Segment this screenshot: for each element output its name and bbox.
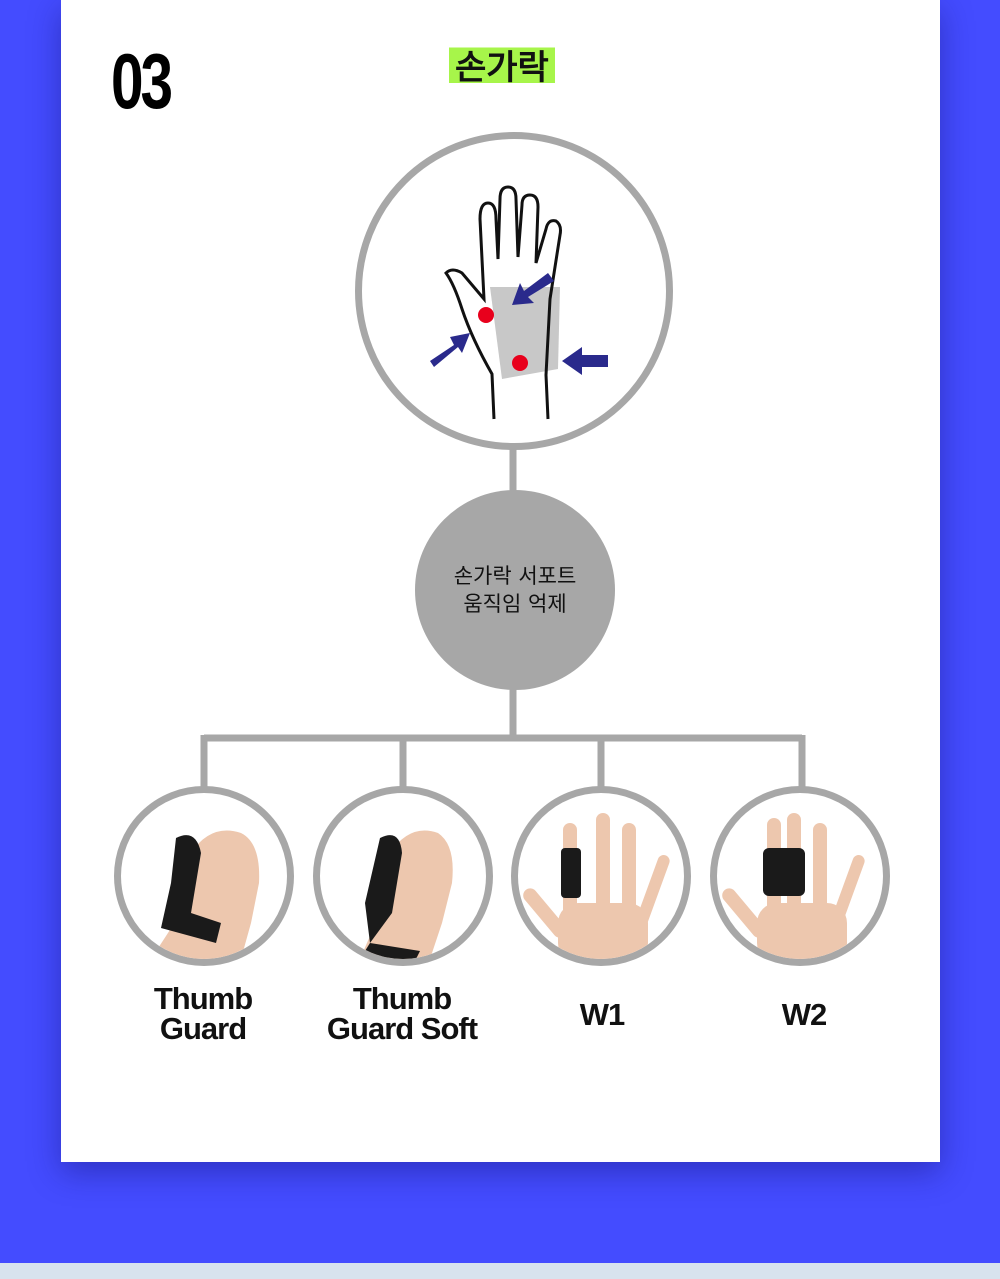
product-image-w2[interactable] xyxy=(710,786,890,966)
w2-photo xyxy=(722,813,865,959)
w1-photo xyxy=(523,813,670,959)
content-card: 03 손가락 손가락 서포트 움직임 억제 xyxy=(61,0,940,1162)
product-label-w1[interactable]: W1 xyxy=(579,997,626,1032)
label-line-2: Guard Soft xyxy=(326,1011,478,1046)
page-bottom-strip xyxy=(0,1263,1000,1279)
label-line-1: Thumb xyxy=(352,981,452,1016)
function-badge: 손가락 서포트 움직임 억제 xyxy=(415,490,615,690)
connector-lines xyxy=(200,448,806,788)
product-image-thumb-guard-soft[interactable] xyxy=(313,786,493,966)
section-title: 손가락 xyxy=(449,40,555,89)
product-label-thumb-guard[interactable]: Thumb Guard xyxy=(103,981,303,1046)
product-image-thumb-guard[interactable] xyxy=(114,786,294,966)
function-line-2: 움직임 억제 xyxy=(463,592,567,616)
hand-pressure-icon xyxy=(430,185,608,420)
thumb-guard-photo xyxy=(151,830,260,959)
label-line-1: Thumb xyxy=(153,981,253,1016)
product-label-thumb-guard-soft[interactable]: Thumb Guard Soft xyxy=(302,981,502,1046)
label-line-2: Guard xyxy=(159,1011,247,1046)
thumb-guard-soft-photo xyxy=(360,830,453,959)
product-label-w2[interactable]: W2 xyxy=(781,997,828,1032)
section-number: 03 xyxy=(111,37,173,125)
hand-diagram xyxy=(355,132,673,450)
function-line-1: 손가락 서포트 xyxy=(453,564,577,588)
product-image-w1[interactable] xyxy=(511,786,691,966)
